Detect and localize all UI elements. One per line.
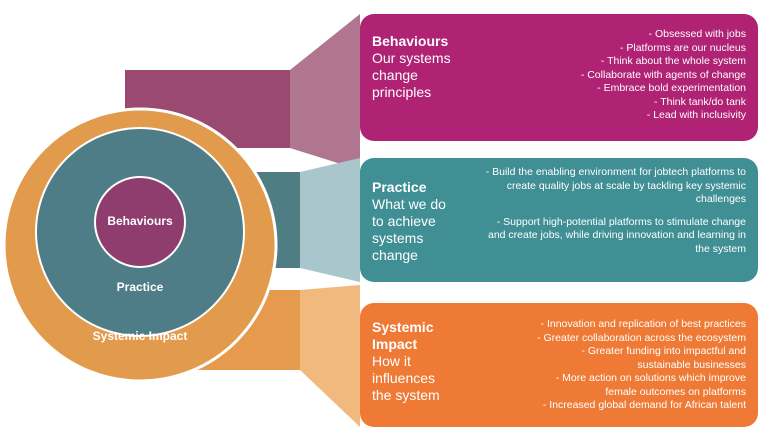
behaviours-point: - Obsessed with jobs <box>648 28 746 40</box>
behaviours-subtitle-line: change <box>372 67 418 83</box>
systemic-impact-title: Systemic Impact <box>372 319 433 353</box>
middle-ring-label: Practice <box>116 280 164 294</box>
systemic-impact-title-line: Impact <box>372 336 418 352</box>
behaviours-panel: Behaviours Our systems change principles… <box>360 14 758 141</box>
practice-point: - Build the enabling environment for job… <box>485 166 746 205</box>
behaviours-point: - Collaborate with agents of change <box>580 68 746 81</box>
behaviours-connector-taper <box>290 14 360 170</box>
behaviours-point: - Platforms are our nucleus <box>619 41 746 54</box>
behaviours-points-list: - Obsessed with jobs - Platforms are our… <box>581 28 746 123</box>
systemic-impact-point: - Greater funding into impactful and <box>581 345 746 357</box>
practice-subtitle-line: change <box>372 247 418 263</box>
outer-ring-label: Systemic Impact <box>92 329 188 343</box>
practice-title: Practice <box>372 179 427 195</box>
practice-points-list: - Build the enabling environment for job… <box>484 166 746 256</box>
practice-subtitle-line: What we do <box>372 196 446 212</box>
behaviours-point: - Embrace bold experimentation <box>597 82 746 94</box>
systemic-impact-subtitle-line: How it <box>372 353 411 369</box>
practice-point: - Support high-potential platforms to st… <box>488 215 746 255</box>
systemic-impact-point: female outcomes on platforms <box>605 385 746 398</box>
behaviours-subtitle-line: principles <box>372 84 432 100</box>
behaviours-point: - Lead with inclusivity <box>646 109 746 121</box>
practice-connector-taper <box>300 158 360 282</box>
systemic-impact-point: sustainable businesses <box>637 358 746 371</box>
systemic-impact-subtitle-line: influences <box>372 370 436 386</box>
systemic-impact-point: - Increased global demand for African ta… <box>542 399 746 411</box>
behaviours-title: Behaviours <box>372 33 449 49</box>
practice-subtitle: What we do to achieve systems change <box>372 196 446 264</box>
systemic-impact-subtitle-line: the system <box>372 387 440 403</box>
practice-panel: Practice What we do to achieve systems c… <box>360 158 758 282</box>
systemic-impact-point: - Greater collaboration across the ecosy… <box>537 331 746 344</box>
systemic-impact-point: - More action on solutions which improve <box>555 372 746 384</box>
impact-connector-taper <box>300 285 360 427</box>
behaviours-subtitle-line: Our systems <box>372 50 451 66</box>
inner-circle-behaviours <box>94 176 186 268</box>
inner-circle-label: Behaviours <box>107 214 173 228</box>
practice-subtitle-line: to achieve <box>372 213 436 229</box>
systemic-impact-subtitle: How it influences the system <box>372 353 440 404</box>
systemic-impact-title-line: Systemic <box>372 319 434 335</box>
systemic-impact-point: - Innovation and replication of best pra… <box>540 318 746 330</box>
systemic-impact-points-list: - Innovation and replication of best pra… <box>537 318 746 413</box>
behaviours-subtitle: Our systems change principles <box>372 50 451 101</box>
systemic-impact-panel: Systemic Impact How it influences the sy… <box>360 303 758 427</box>
practice-subtitle-line: systems <box>372 230 424 246</box>
behaviours-point: - Think tank/do tank <box>653 95 746 108</box>
behaviours-point: - Think about the whole system <box>600 55 746 67</box>
